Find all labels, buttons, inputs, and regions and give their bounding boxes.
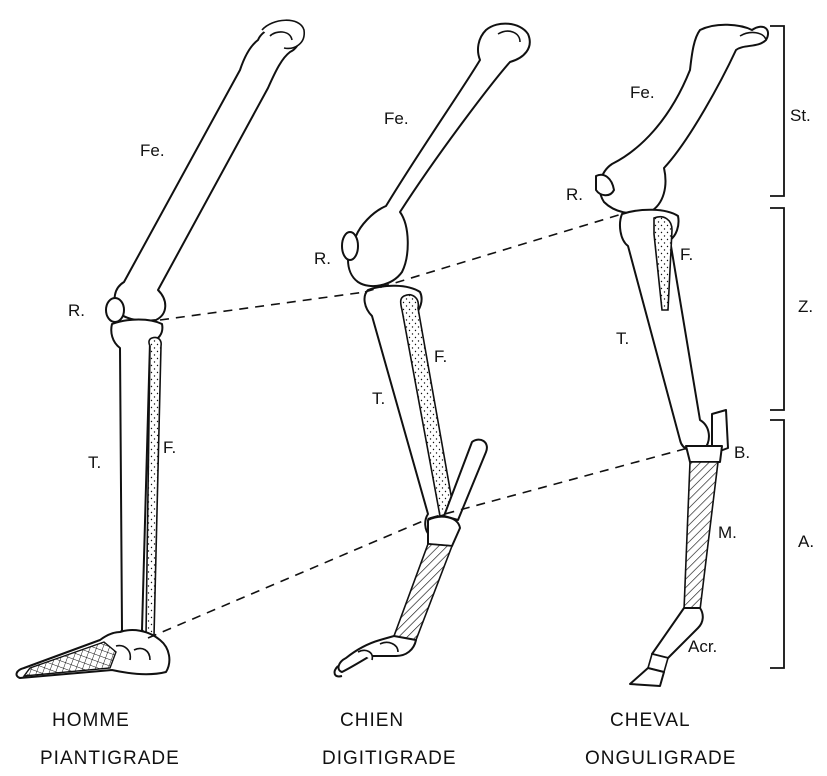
horse-femur <box>600 25 768 214</box>
caption-onguligrade: ONGULIGRADE <box>585 748 736 769</box>
horse-calcaneus-label: B. <box>734 443 750 462</box>
bracket-st <box>770 26 784 196</box>
horse-femur-label: Fe. <box>630 83 655 102</box>
horse-phalanges-label: Acr. <box>688 637 717 656</box>
caption-digitigrade: DIGITIGRADE <box>322 748 457 769</box>
dog-leg <box>335 24 530 677</box>
caption-chien: CHIEN <box>340 710 404 731</box>
caption-cheval: CHEVAL <box>610 710 691 731</box>
human-tibia-label: T. <box>88 453 101 472</box>
bracket-a <box>770 420 784 668</box>
human-patella <box>106 298 124 322</box>
horse-metatarsal <box>684 462 718 610</box>
horse-patella-label: R. <box>566 185 583 204</box>
dog-patella <box>342 232 358 260</box>
segment-a-label: A. <box>798 532 814 551</box>
human-femur <box>115 25 300 321</box>
human-fibula-label: F. <box>163 438 176 457</box>
dog-patella-label: R. <box>314 249 331 268</box>
horse-hoof <box>630 668 664 686</box>
human-femur-label: Fe. <box>140 141 165 160</box>
dog-femur <box>348 24 530 286</box>
dog-femur-label: Fe. <box>384 109 409 128</box>
segment-st-label: St. <box>790 106 811 125</box>
segment-brackets <box>770 26 784 668</box>
caption-homme: HOMME <box>52 710 130 731</box>
dog-metatarsals <box>394 544 452 640</box>
horse-leg <box>596 25 768 686</box>
segment-z-label: Z. <box>798 297 813 316</box>
caption-piantigrade: PIANTIGRADE <box>40 748 180 769</box>
bracket-z <box>770 208 784 410</box>
human-leg <box>17 20 305 678</box>
dog-phalanges <box>339 636 416 672</box>
horse-tibia-label: T. <box>616 329 629 348</box>
horse-metatarsal-label: M. <box>718 523 737 542</box>
horse-fibula-label: F. <box>680 245 693 264</box>
dog-tibia-label: T. <box>372 389 385 408</box>
dog-fibula-label: F. <box>434 347 447 366</box>
human-patella-label: R. <box>68 301 85 320</box>
